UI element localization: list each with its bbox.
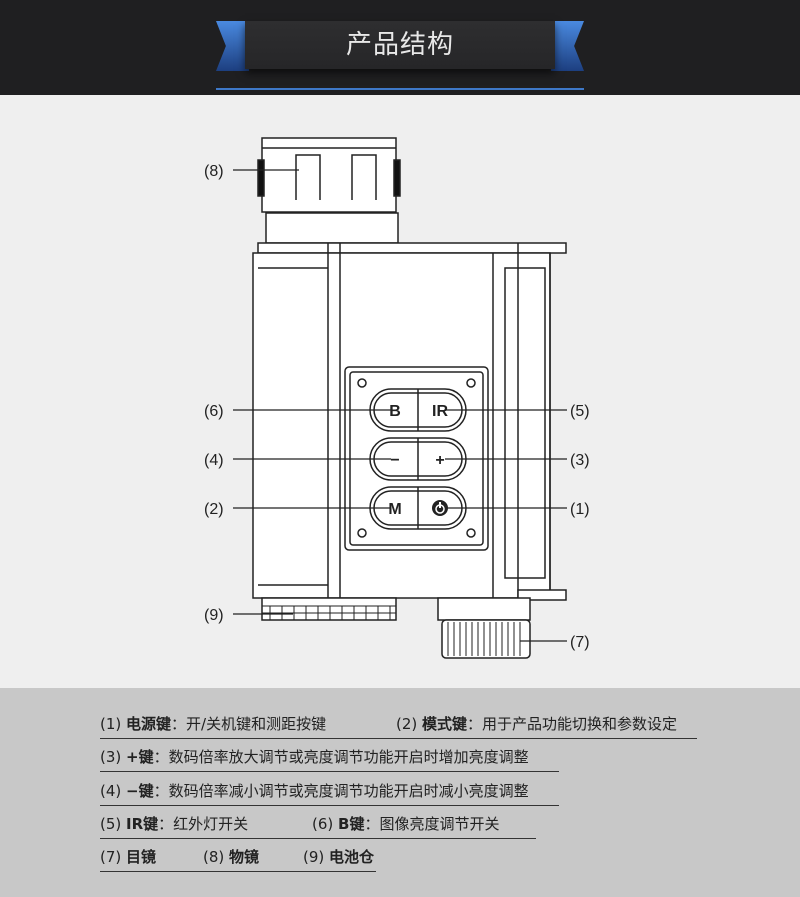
callout-5: (5): [570, 403, 590, 420]
callout-2: (2): [204, 501, 224, 518]
button-panel: [344, 366, 489, 551]
legend-item: (5) IR键：红外灯开关: [100, 815, 249, 833]
legend-item: (4) −键：数码倍率减小调节或亮度调节功能开启时减小亮度调整: [100, 782, 529, 800]
plus-button-label[interactable]: +: [435, 452, 444, 469]
callout-4: (4): [204, 452, 224, 469]
legend-item: (3) +键：数码倍率放大调节或亮度调节功能开启时增加亮度调整: [100, 748, 529, 766]
minus-button-label[interactable]: −: [390, 452, 399, 469]
leader-lines: [233, 169, 567, 642]
objective-lens: [257, 137, 401, 244]
eyepiece: [437, 597, 531, 659]
battery-compartment: [261, 597, 397, 621]
legend-item: (2) 模式键：用于产品功能切换和参数设定: [396, 715, 678, 733]
callout-7: (7): [570, 634, 590, 651]
product-diagram: B IR − + M (8) (6) (4) (2) (9) (5) (3) (…: [0, 95, 800, 688]
m-button-label[interactable]: M: [388, 501, 401, 518]
ir-button-label[interactable]: IR: [432, 403, 448, 420]
legend-item: (9) 电池仓: [303, 848, 375, 866]
legend-row: (1) 电源键：开/关机键和测距按键 (2) 模式键：用于产品功能切换和参数设定: [100, 713, 697, 739]
legend-item: (7) 目镜: [100, 848, 157, 866]
legend-item: (1) 电源键：开/关机键和测距按键: [100, 715, 327, 733]
legend-row: (4) −键：数码倍率减小调节或亮度调节功能开启时减小亮度调整: [100, 780, 559, 806]
callout-1: (1): [570, 501, 590, 518]
header-divider: [216, 88, 584, 90]
legend-item: (6) B键：图像亮度调节开关: [312, 815, 500, 833]
page-title: 产品结构: [345, 30, 454, 60]
legend-row: (5) IR键：红外灯开关 (6) B键：图像亮度调节开关: [100, 813, 536, 839]
legend-row: (7) 目镜 (8) 物镜 (9) 电池仓: [100, 846, 376, 872]
power-icon[interactable]: [432, 500, 448, 516]
callout-3: (3): [570, 452, 590, 469]
callout-8: (8): [204, 163, 224, 180]
callout-6: (6): [204, 403, 224, 420]
legend-item: (8) 物镜: [203, 848, 260, 866]
callout-9: (9): [204, 607, 224, 624]
b-button-label[interactable]: B: [389, 403, 401, 420]
legend-row: (3) +键：数码倍率放大调节或亮度调节功能开启时增加亮度调整: [100, 746, 559, 772]
title-banner: [245, 21, 555, 69]
